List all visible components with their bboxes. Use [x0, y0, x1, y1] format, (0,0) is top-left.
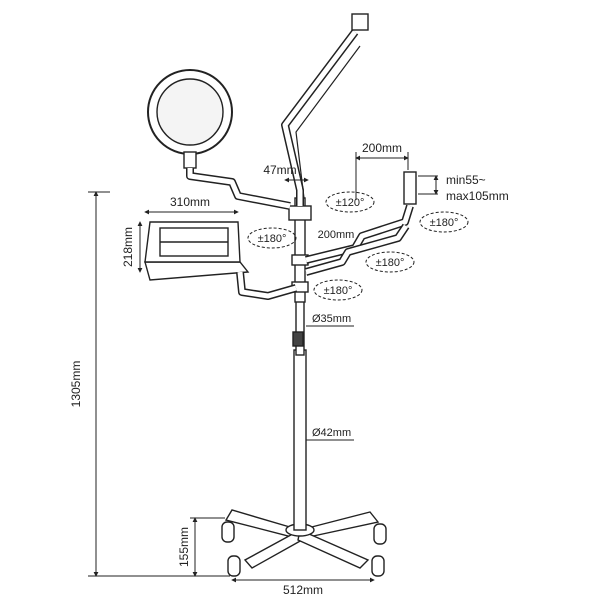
- rotation-badges: [247, 191, 469, 301]
- height-knob-icon: [292, 331, 304, 347]
- rotation-arrow-icon: [247, 227, 297, 249]
- rotation-arrow-icon: [365, 251, 415, 273]
- rotation-arrow-icon: [325, 191, 375, 213]
- caster-wheel-icon: [227, 555, 241, 577]
- dimension-labels: 1305mm 310mm 218mm 47mm 200mm 200mm min5…: [69, 141, 509, 597]
- laptop-tray: [144, 221, 250, 281]
- rotation-arrow-icon: [313, 279, 363, 301]
- total-height-label: 1305mm: [69, 361, 83, 408]
- mic-clip-icon: [351, 13, 369, 31]
- upper-pole-diameter-label: Ø35mm: [312, 313, 351, 325]
- upper-pole: [295, 299, 305, 356]
- mic-arm-offset-label: 200mm: [318, 229, 355, 241]
- rotation-arrow-icon: [419, 211, 469, 233]
- laptop-depth-label: 218mm: [121, 227, 135, 267]
- phone-clamp-min-label: min55~: [446, 173, 486, 187]
- tablet-arm-rotation-label: ±180°: [376, 257, 405, 269]
- caster-wheel-icon: [221, 521, 235, 543]
- top-clamp: [288, 205, 312, 221]
- star-base: [221, 509, 387, 577]
- arm-reach-label: 200mm: [362, 141, 402, 155]
- lower-pole: [293, 349, 307, 531]
- lower-pole-diameter-label: Ø42mm: [312, 427, 351, 439]
- rotation-labels: ±120° ±180° ±180° ±180° ±180°: [258, 197, 459, 297]
- caster-wheel-icon: [371, 555, 385, 577]
- phone-clamp-icon: [403, 171, 417, 205]
- ring-arm-rotation-label: ±180°: [258, 233, 287, 245]
- dimension-lines: [88, 152, 439, 583]
- phone-clamp-max-label: max105mm: [446, 189, 509, 203]
- caster-wheel-icon: [373, 523, 387, 545]
- phone-arm-rotation-label: ±180°: [430, 217, 459, 229]
- base-width-label: 512mm: [283, 583, 323, 597]
- stand-structure: [144, 13, 417, 577]
- ring-light: [147, 69, 233, 169]
- mic-arm-rotation-label: ±120°: [336, 197, 365, 209]
- base-height-label: 155mm: [177, 527, 191, 567]
- laptop-width-label: 310mm: [170, 195, 210, 209]
- laptop-arm-rotation-label: ±180°: [324, 285, 353, 297]
- microphone-boom-arm: [281, 13, 369, 206]
- arm-offset-label: 47mm: [263, 163, 296, 177]
